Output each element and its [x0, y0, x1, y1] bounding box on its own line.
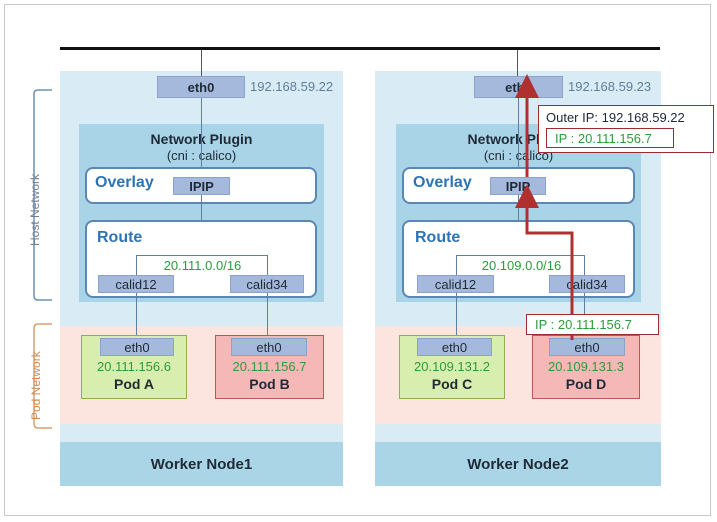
pod-ip: 20.111.156.6: [97, 359, 171, 374]
route-label-2: Route: [415, 229, 461, 246]
pod-ip-callout: IP : 20.111.156.7: [526, 314, 659, 335]
host-ip-1: 192.168.59.22: [250, 79, 334, 94]
link-line: [136, 293, 137, 338]
pod-eth0: eth0: [549, 338, 625, 356]
pod-eth0: eth0: [100, 338, 174, 356]
route-subnet-1: 20.111.0.0/16: [163, 258, 242, 273]
pod-name: Pod B: [249, 376, 290, 392]
pod-eth0: eth0: [417, 338, 492, 356]
link-line: [136, 255, 137, 275]
pod-name: Pod A: [114, 376, 154, 392]
host-ip-2: 192.168.59.23: [568, 79, 652, 94]
pod-name: Pod C: [431, 376, 473, 392]
link-line: [201, 98, 202, 176]
worker-node-1-label: Worker Node1: [60, 442, 343, 486]
link-line: [456, 255, 457, 275]
host-network-bracket: [33, 89, 52, 301]
link-line: [136, 255, 267, 256]
calid34-interface-2: calid34: [549, 275, 625, 293]
pod-name: Pod D: [565, 376, 607, 392]
pod-network-bracket: [33, 323, 52, 429]
link-line: [267, 293, 268, 338]
link-line: [456, 255, 584, 256]
ipip-tunnel-1: IPIP: [173, 177, 230, 195]
route-subnet-2: 20.109.0.0/16: [481, 258, 562, 273]
outer-ip-text: Outer IP: 192.168.59.22: [546, 110, 685, 125]
diagram-frame: [4, 4, 711, 516]
pod-ip: 20.109.131.2: [414, 359, 490, 374]
link-line: [584, 255, 585, 275]
link-line: [456, 293, 457, 338]
overlay-label-1: Overlay: [95, 174, 154, 191]
network-backbone: [60, 47, 660, 50]
calid12-interface-2: calid12: [417, 275, 494, 293]
link-line: [201, 50, 202, 76]
worker-node-2-label: Worker Node2: [375, 442, 661, 486]
link-line: [517, 50, 518, 76]
host-eth0-1: eth0: [157, 76, 245, 98]
overlay-label-2: Overlay: [413, 174, 472, 191]
inner-ip-callout: IP : 20.111.156.7: [546, 128, 674, 148]
calid12-interface-1: calid12: [98, 275, 174, 293]
link-line: [267, 255, 268, 275]
route-label-1: Route: [97, 229, 143, 246]
pod-eth0: eth0: [231, 338, 307, 356]
link-line: [518, 98, 519, 176]
pod-ip: 20.109.131.3: [548, 359, 624, 374]
calid34-interface-1: calid34: [230, 275, 304, 293]
pod-ip: 20.111.156.7: [232, 359, 307, 374]
